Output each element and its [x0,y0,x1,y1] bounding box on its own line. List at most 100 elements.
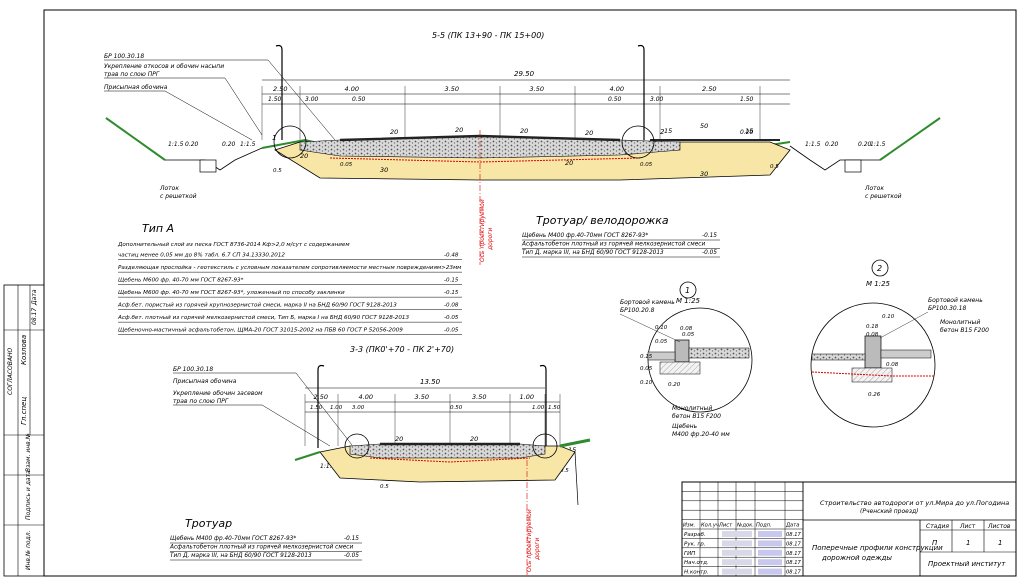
detail-1-stone: Бортовой камень [620,299,675,306]
sw-val-0: -0.15 [344,536,359,542]
margin-date: 08.17 [31,308,38,325]
dim3-sub-4: 1.00 [532,405,545,411]
offset3-2: 0.5 [560,468,569,474]
margin-sign: Подпись и дата [25,470,32,520]
detail-2-stone: Бортовой камень [928,297,983,304]
callout-br: БР 100.30.18 [104,53,144,60]
pct5-3: 20 [585,129,593,137]
signature-blur [758,549,782,556]
tb-org: Проектный институт [928,560,1006,568]
tb-stage: П [932,539,938,547]
geotextile [329,157,641,163]
tb-colh-3: №док. [736,523,754,529]
callout-slope: Укрепление откосов и обочин насыпи [104,63,224,70]
slope5-1: 1:1.5 [240,141,256,148]
detail-2-scale: М 1:25 [866,280,891,288]
detail-1: 1 М 1:25 Бортовой камень БР100.20.8 0.10… [619,281,753,438]
signature-blur [722,549,752,556]
tray-label-r2: с решеткой [865,193,902,200]
smalldim5-0: 0.20 [185,141,199,148]
sw-text-2: Тип Д, марка III, на БНД 60/90 ГОСТ 9128… [170,553,312,559]
tb-date-1: 08.17 [786,541,802,547]
callout-slope2: трав по слою ПРГ [104,71,160,78]
tb-drawing2: дорожной одежды [821,554,892,562]
signature-blur [722,568,752,575]
d1-leg-2: Щебень [672,423,698,430]
type-a-table: Тип А Дополнительный слой из песка ГОСТ … [117,222,462,335]
pct5-10: 20 [565,159,573,167]
d1-dim-7: 0.20 [668,382,681,388]
section-5-5: 5-5 (ПК 13+90 - ПК 15+00) БР 100.30.18 У… [104,31,941,265]
dim5-sub-5: 1.50 [740,96,754,103]
typeA-val-3: -0.15 [444,290,459,296]
pct5-0: 20 [390,128,398,136]
sb-val-2: -0.05 [702,250,717,256]
dim5-sub-2: 0.50 [352,96,366,103]
dim5-top-3: 3.50 [530,85,544,93]
axis-label-3a: Ось проектируемой [526,509,533,572]
tray-label-r1: Лоток [864,185,884,192]
section-3-title: 3-3 (ПК0'+70 - ПК 2'+70) [350,345,454,354]
d1-dim-5: 0.05 [640,366,653,372]
slope5-3: 1:1.5 [870,141,886,148]
offset5-0: 0.05 [340,162,353,168]
dim5-top-2: 3.50 [445,85,459,93]
d2-dim-4: 0.08 [886,362,899,368]
pct5-8: 30 [380,166,388,174]
callout-shoulder: Присыпная обочина [104,84,168,91]
dim3-top-4: 1.00 [520,393,534,401]
margin-replace: Взам. инв.№ [25,433,32,472]
sw-text-1: Асфальтобетон плотный из горячей мелкозе… [169,545,353,551]
smalldim5-4: 0.20 [858,141,872,148]
d1-dim-3: 0.05 [655,339,668,345]
pct5-2: 20 [520,127,528,135]
tb-project: Строительство автодороги от ул.Мира до у… [820,499,1009,507]
typeA-val-5: -0.05 [444,315,459,321]
typeA-text-4: Асф.бет. пористый из горячей крупнозерни… [117,303,397,309]
signature-blur [722,559,752,566]
pct5-4: 20 [300,152,308,160]
s3-callout-1: Присыпная обочина [173,378,237,385]
dim3-sub-0: 1.50 [310,405,323,411]
tb-role-2: ГИП [684,551,695,557]
tb-sheets: 1 [998,539,1002,547]
typeA-val-0: -0.48 [444,253,459,259]
tb-colh-5: Дата [785,523,799,529]
dim3-sub-2: 3.00 [352,405,365,411]
sw-val-2: -0.05 [344,553,359,559]
tb-colh-0: Изм. [683,523,695,529]
dim3-sub-3: 0.50 [450,405,463,411]
total-width: 29.50 [514,70,535,78]
dim5-sub-1: 3.00 [305,96,319,103]
pct5-1: 20 [455,126,463,134]
dim3-sub-5: 1.50 [548,405,561,411]
smalldim5-3: 0.20 [825,141,839,148]
sb-text-2: Тип Д, марка III, на БНД 60/90 ГОСТ 9128… [522,250,664,256]
tb-date-0: 08.17 [786,532,802,538]
typeA-val-2: -0.15 [444,278,459,284]
typeA-text-1: Разделяющая прослойка - геотекстиль с ус… [118,265,462,271]
s3-total: 13.50 [420,378,441,386]
pct3-1: 20 [470,435,478,443]
svg-text:1: 1 [272,134,276,142]
type-a-title: Тип А [142,222,174,235]
signature-blur [758,531,782,537]
s3-callout-2: Укрепление обочин засевом [173,390,263,397]
smalldim5-1: 0.20 [222,141,236,148]
pct5-5: 15 [664,127,672,135]
dim3-top-2: 3.50 [415,393,429,401]
d1-leg-3: М400 фр.20-40 мм [672,431,730,438]
dim5-sub-3: 0.50 [608,96,622,103]
d1-dim-0: 0.10 [655,325,668,331]
detail-1-stone-code: БР100.20.8 [620,307,655,314]
sidewalk-bike-table: Тротуар/ велодорожка Щебень М400 фр.40-7… [521,214,720,258]
d2-leg-0: Монолитный [940,319,980,326]
section-5-title: 5-5 (ПК 13+90 - ПК 15+00) [432,31,544,40]
tray-label-l1: Лоток [159,185,179,192]
section-3-3: 3-3 (ПК0'+70 - ПК 2'+70) БР 100.30.18 Пр… [173,345,591,575]
dim3-sub-1: 1.00 [330,405,343,411]
tb-sheet: 1 [966,539,970,547]
d2-dim-2: 0.08 [866,332,879,338]
